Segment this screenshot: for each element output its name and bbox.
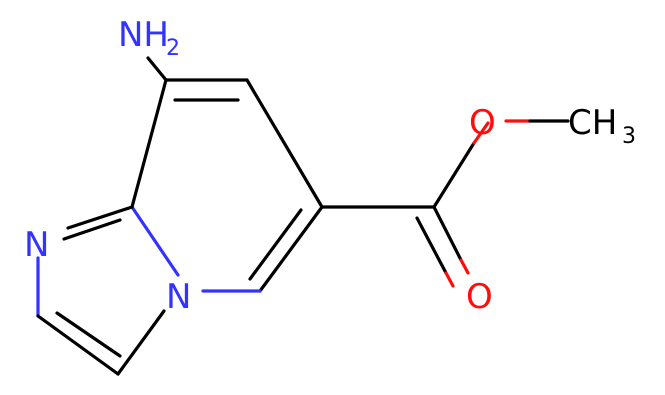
bond-carbonyl-c-o-ester	[432, 141, 476, 209]
amine-subscript: 2	[166, 36, 180, 61]
bond-c5-c6-double	[248, 208, 303, 281]
bond-o-ester-segment	[472, 121, 490, 145]
bond-carbonyl-c-o-double	[415, 216, 448, 275]
bond-c7-c6	[245, 78, 324, 209]
carbonyl-o-label: O	[466, 277, 493, 317]
ester-o-label: O	[469, 103, 496, 143]
bond-c8a-n1	[66, 205, 134, 230]
bond-c6-c5	[258, 205, 324, 293]
bond-carbonyl-c-o	[432, 205, 463, 262]
bond-carbonyl-o-seg1	[459, 258, 470, 275]
imidazole-n-label: N	[24, 225, 49, 265]
bond-carbonyl-o-seg2	[444, 271, 455, 288]
bond-c8a-n1-double	[62, 218, 122, 241]
methyl-label: CH	[568, 103, 617, 143]
bond-c3-n4	[116, 309, 166, 376]
bond-c2-c3	[36, 314, 120, 376]
methyl-subscript: 3	[622, 124, 636, 149]
amine-label: NH	[118, 15, 169, 55]
bond-c8a-c8	[130, 78, 168, 209]
bond-c2-c3-double	[55, 311, 122, 358]
bond-n4-c8a	[130, 205, 180, 277]
bond-c8-nh2	[146, 56, 168, 82]
bridgehead-n-label: N	[166, 277, 191, 317]
